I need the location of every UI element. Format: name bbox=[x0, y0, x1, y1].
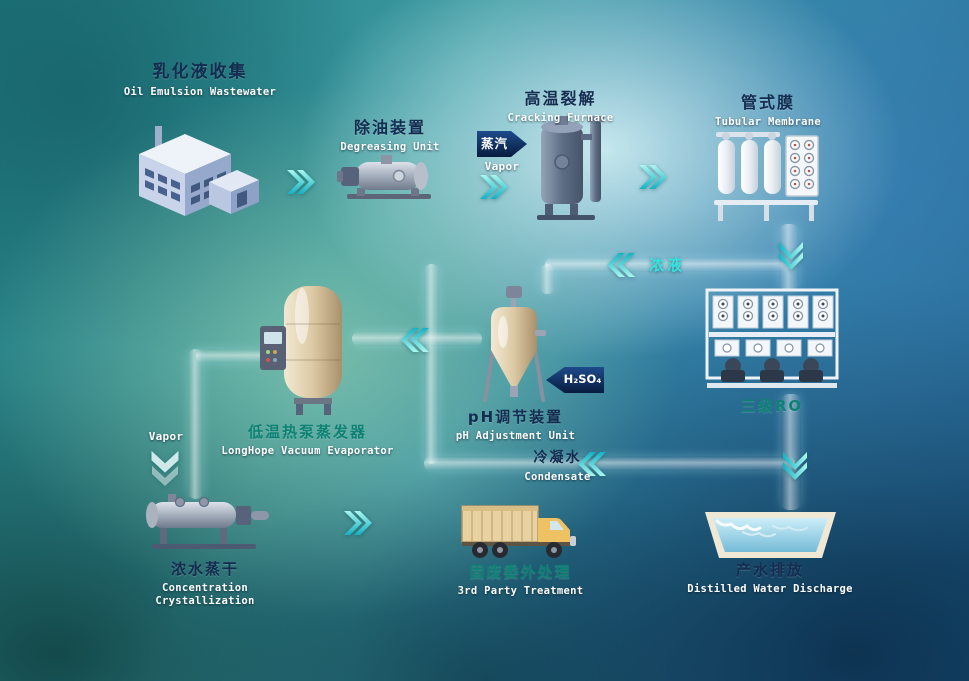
crystallizer-label: 浓水蒸干 Concentration Crystallization bbox=[130, 560, 280, 609]
crystallizer-icon bbox=[146, 494, 269, 549]
evaporator-label: 低温热泵蒸发器 LongHope Vacuum Evaporator bbox=[210, 423, 405, 458]
membrane-label-zh: 管式膜 bbox=[740, 93, 795, 112]
degreasing-label-en: Degreasing Unit bbox=[340, 141, 440, 153]
factory-label: 乳化液收集 Oil Emulsion Wastewater bbox=[110, 62, 290, 100]
discharge-pool-icon bbox=[705, 512, 836, 558]
steam-in-label-zh: 蒸汽 bbox=[480, 135, 508, 151]
membrane-icon bbox=[714, 132, 819, 221]
evaporator-label-zh: 低温热泵蒸发器 bbox=[247, 423, 367, 441]
ro-illustration bbox=[703, 286, 841, 400]
condensate-label-en: Condensate bbox=[524, 470, 591, 483]
membrane-label: 管式膜 Tubular Membrane bbox=[698, 93, 838, 130]
ph-unit-label-en: pH Adjustment Unit bbox=[455, 429, 576, 442]
solid-waste-label-en: 3rd Party Treatment bbox=[457, 584, 584, 597]
crystallizer-illustration bbox=[138, 494, 273, 558]
factory-icon bbox=[139, 126, 259, 216]
condensate-label: 冷凝水 Condensate bbox=[505, 450, 610, 484]
furnace-label: 高温裂解 Cracking Furnace bbox=[493, 89, 628, 126]
furnace-label-zh: 高温裂解 bbox=[524, 89, 597, 108]
ro-label: 三级RO bbox=[703, 397, 841, 416]
steam-in-label-en: Vapor bbox=[484, 160, 520, 173]
chevron-concentrate-icon bbox=[607, 250, 637, 280]
pipe-ro-to-discharge bbox=[781, 394, 801, 510]
crystallizer-label-zh: 浓水蒸干 bbox=[170, 560, 239, 578]
ro-icon bbox=[705, 288, 839, 388]
furnace-label-en: Cracking Furnace bbox=[507, 112, 614, 124]
factory-illustration bbox=[125, 112, 265, 228]
crystallizer-label-en: Concentration Crystallization bbox=[155, 581, 255, 608]
ph-reactor-icon bbox=[483, 286, 546, 402]
factory-label-zh: 乳化液收集 bbox=[152, 62, 248, 82]
chevron-degreasing-to-furnace-icon bbox=[478, 172, 508, 202]
degreasing-illustration bbox=[335, 152, 443, 208]
discharge-label: 产水排放 Distilled Water Discharge bbox=[660, 561, 880, 596]
degreasing-label-zh: 除油装置 bbox=[353, 118, 426, 137]
evaporator-illustration bbox=[258, 282, 353, 424]
membrane-illustration bbox=[710, 126, 822, 230]
vapor-out-label: Vapor bbox=[148, 430, 184, 443]
pipe-concentrate bbox=[545, 257, 790, 272]
condensate-label-zh: 冷凝水 bbox=[533, 450, 582, 466]
chevron-condensate-icon bbox=[578, 449, 608, 479]
membrane-label-en: Tubular Membrane bbox=[715, 116, 821, 128]
chevron-furnace-to-membrane-icon bbox=[637, 162, 667, 192]
ph-unit-label-zh: pH调节装置 bbox=[467, 408, 564, 426]
discharge-pool-illustration bbox=[703, 506, 838, 568]
furnace-icon bbox=[537, 116, 604, 220]
truck-icon bbox=[461, 505, 576, 558]
discharge-label-en: Distilled Water Discharge bbox=[687, 582, 853, 595]
pipe-condensate bbox=[424, 456, 795, 471]
truck-illustration bbox=[458, 502, 583, 564]
pipe-concentrate-drop bbox=[540, 264, 555, 294]
pipe-riser bbox=[424, 264, 439, 464]
ph-unit-label: pH调节装置 pH Adjustment Unit bbox=[448, 408, 583, 443]
factory-label-en: Oil Emulsion Wastewater bbox=[123, 86, 277, 99]
vapor-out-down-arrow-icon bbox=[148, 450, 182, 490]
chevron-membrane-to-ro-icon bbox=[776, 240, 806, 270]
solid-waste-label-zh: 固废委外处理 bbox=[469, 563, 572, 581]
ro-label-zh: 三级RO bbox=[740, 397, 804, 415]
degreasing-icon bbox=[337, 155, 431, 199]
discharge-label-zh: 产水排放 bbox=[735, 561, 804, 579]
chevron-ro-to-discharge-icon bbox=[780, 450, 810, 480]
furnace-illustration bbox=[527, 114, 615, 226]
pipe-evaporator-to-crystallizer bbox=[188, 349, 203, 499]
concentrate-label: 浓液 bbox=[632, 256, 702, 275]
vapor-out-label-wrap: Vapor bbox=[134, 430, 198, 444]
evaporator-icon bbox=[260, 286, 342, 415]
pipe-evaporator-outlet bbox=[196, 349, 266, 363]
concentrate-label-zh: 浓液 bbox=[648, 256, 685, 274]
chevron-ph-to-evaporator-icon bbox=[401, 325, 431, 355]
steam-in-label-en-wrap: Vapor bbox=[477, 160, 527, 174]
chevron-factory-to-degreasing-icon bbox=[285, 167, 315, 197]
evaporator-label-en: LongHope Vacuum Evaporator bbox=[221, 444, 394, 457]
acid-formula: H₂SO₄ bbox=[563, 372, 602, 387]
solid-waste-label: 固废委外处理 3rd Party Treatment bbox=[443, 563, 598, 598]
degreasing-label: 除油装置 Degreasing Unit bbox=[325, 118, 455, 155]
ph-reactor-illustration bbox=[477, 286, 549, 412]
chevron-crystallizer-to-truck-icon bbox=[342, 508, 372, 538]
